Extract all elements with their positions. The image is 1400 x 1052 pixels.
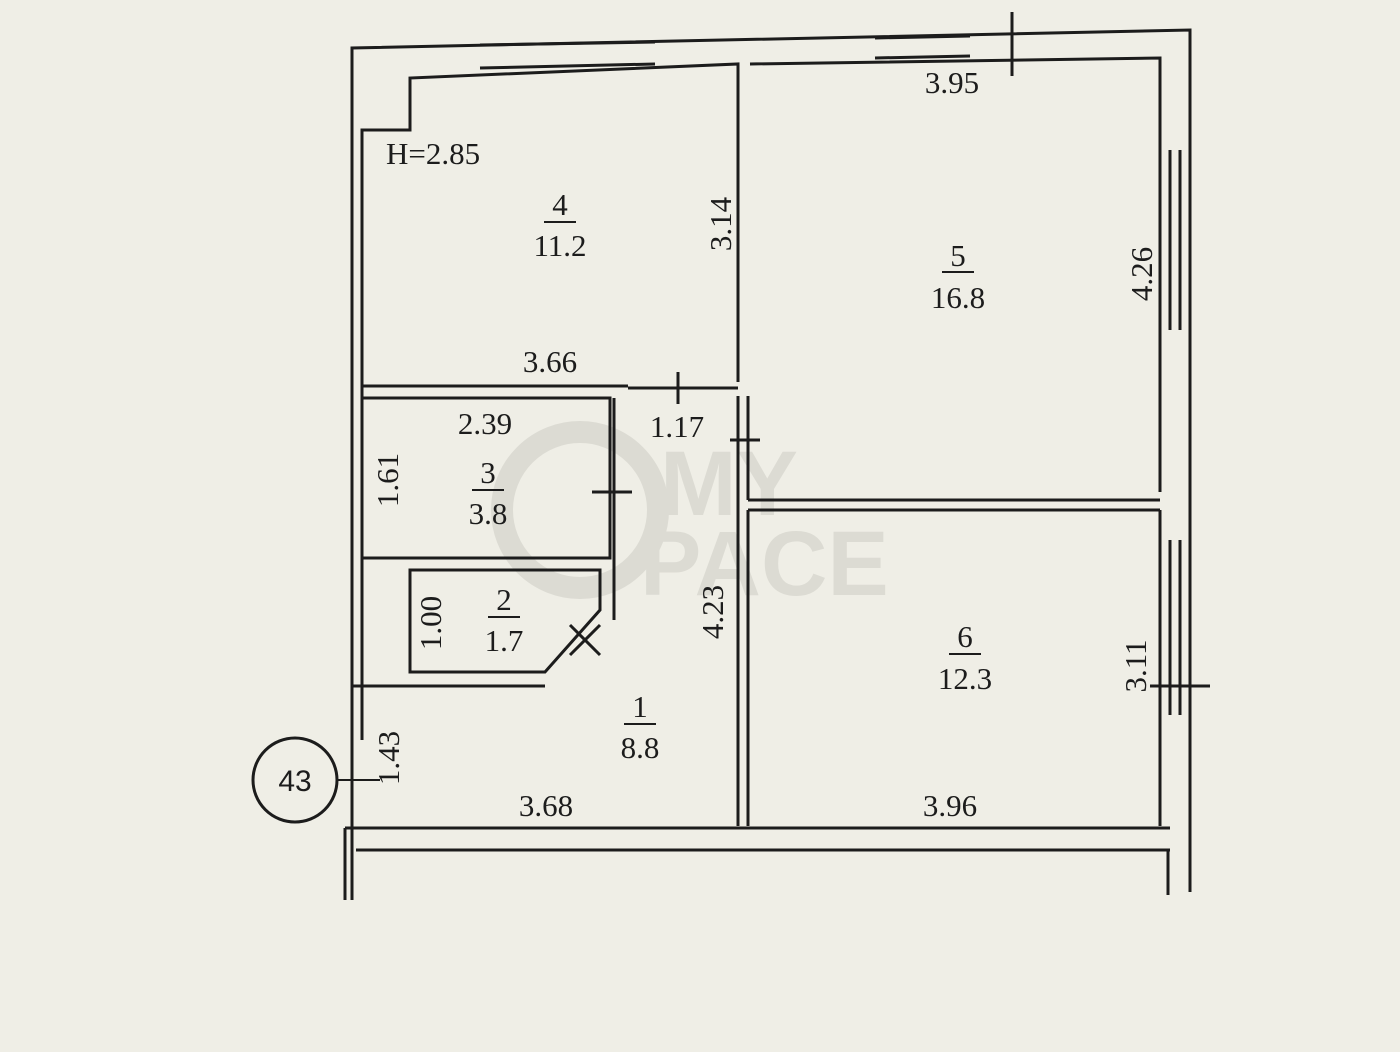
room-4: 4 11.2 (533, 187, 586, 263)
watermark: MY PACE (491, 421, 889, 615)
dimension-room3-depth: 1.61 (370, 453, 405, 507)
room-area: 12.3 (938, 661, 992, 696)
dimension-room5-width: 3.95 (925, 65, 979, 100)
room-number: 1 (632, 689, 648, 724)
dimension-room1-width: 3.68 (519, 788, 573, 823)
room-1: 1 8.8 (621, 689, 660, 765)
apartment-number-badge: 43 (251, 736, 380, 824)
watermark-line2: PACE (640, 513, 889, 615)
room-number: 3 (480, 455, 496, 490)
room-2: 2 1.7 (485, 582, 524, 658)
dimension-room4-width: 3.66 (523, 344, 577, 379)
dimension-room6-width: 3.96 (923, 788, 977, 823)
room-number: 4 (552, 187, 568, 222)
room-6: 6 12.3 (938, 619, 992, 696)
room-area: 8.8 (621, 730, 660, 765)
dimension-room1-length: 4.23 (695, 585, 730, 639)
outer-walls (350, 12, 1210, 892)
dimension-room2-depth: 1.00 (413, 596, 448, 650)
room-number: 2 (496, 582, 512, 617)
room-area: 1.7 (485, 623, 524, 658)
dimension-room5-depth: 4.26 (1124, 247, 1159, 301)
room-area: 3.8 (469, 496, 508, 531)
watermark-line1: MY (660, 433, 798, 535)
dimension-room6-depth: 3.11 (1118, 639, 1153, 692)
room-3: 3 3.8 (469, 455, 508, 531)
dimension-room4-depth: 3.14 (703, 196, 738, 251)
room-5: 5 16.8 (931, 238, 985, 315)
room-area: 11.2 (533, 228, 586, 263)
ceiling-height-label: H=2.85 (386, 136, 480, 171)
room-number: 6 (957, 619, 973, 654)
dimension-corridor-width: 1.17 (650, 409, 704, 444)
room-area: 16.8 (931, 280, 985, 315)
apartment-number: 43 (278, 765, 311, 798)
dimension-room1-depth: 1.43 (371, 731, 406, 785)
watermark-logo-icon (491, 421, 669, 599)
dimension-room3-width: 2.39 (458, 406, 512, 441)
interior-walls (343, 372, 1170, 900)
room-number: 5 (950, 238, 966, 273)
